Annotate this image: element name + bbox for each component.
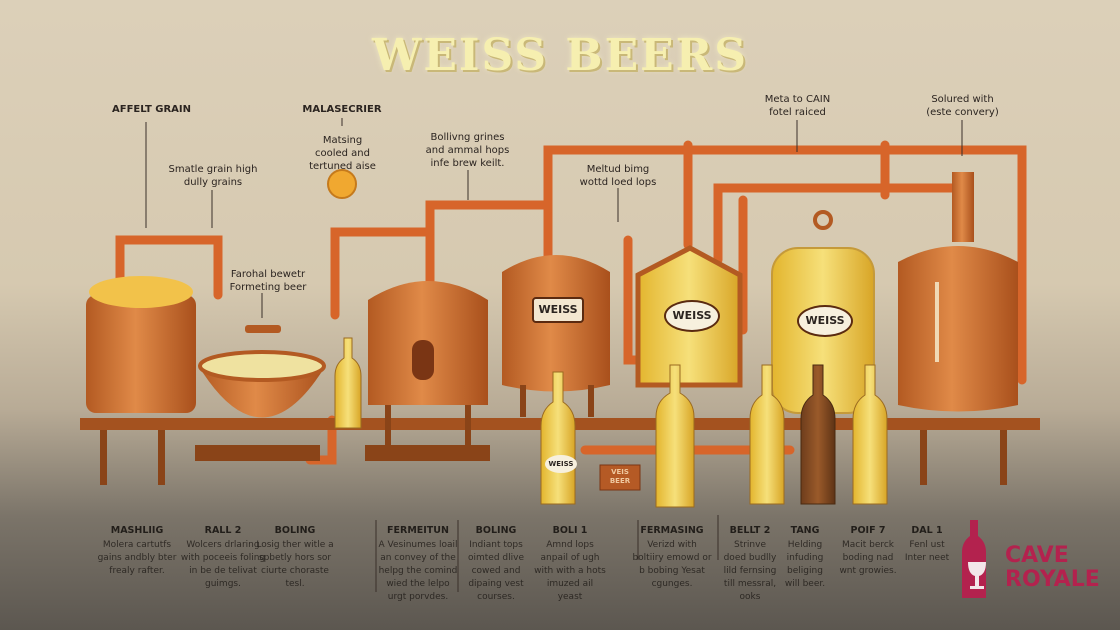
- annotation-solured: Solured with (este convery): [926, 94, 999, 118]
- vessel-label: WEISS: [664, 300, 720, 332]
- wine-bottle-logo-icon: [962, 520, 986, 598]
- page-title: WEISS BEERS: [371, 30, 749, 81]
- annotation-fermenting: Farohal bewetr Formeting beer: [229, 269, 307, 293]
- bottle: [540, 371, 576, 505]
- annotation-transfer: Meta to CAIN fotel raiced: [764, 94, 831, 118]
- annotation-malt: MALASECRIER: [302, 104, 382, 115]
- vessel-label: WEISS: [797, 305, 853, 337]
- annotation-grain: AFFELT GRAIN: [112, 104, 191, 115]
- vessel-label: WEISS: [532, 297, 584, 323]
- plate-label: VEIS BEER: [609, 468, 631, 485]
- bottle: [655, 364, 695, 508]
- bottles: [334, 337, 888, 508]
- copper-tank: [502, 255, 610, 392]
- bottle: [749, 364, 785, 505]
- annotation-grain-note: Smatle grain high dully grains: [168, 164, 258, 188]
- bottle-label: WEISS: [545, 455, 577, 473]
- bottle: [852, 364, 888, 505]
- annotation-malt-note: Matsing cooled and tertuned aise: [309, 135, 376, 172]
- hop-icon: [327, 169, 357, 199]
- bottle: [800, 364, 836, 505]
- bottle: [334, 337, 362, 429]
- grain-tank: [86, 295, 196, 413]
- annotation-hops: Meltud bimg wottd loed lops: [579, 164, 657, 188]
- annotation-boiling: Bollivng grines and ammal hops infe brew…: [425, 132, 510, 169]
- conditioning-tank: [898, 246, 1018, 412]
